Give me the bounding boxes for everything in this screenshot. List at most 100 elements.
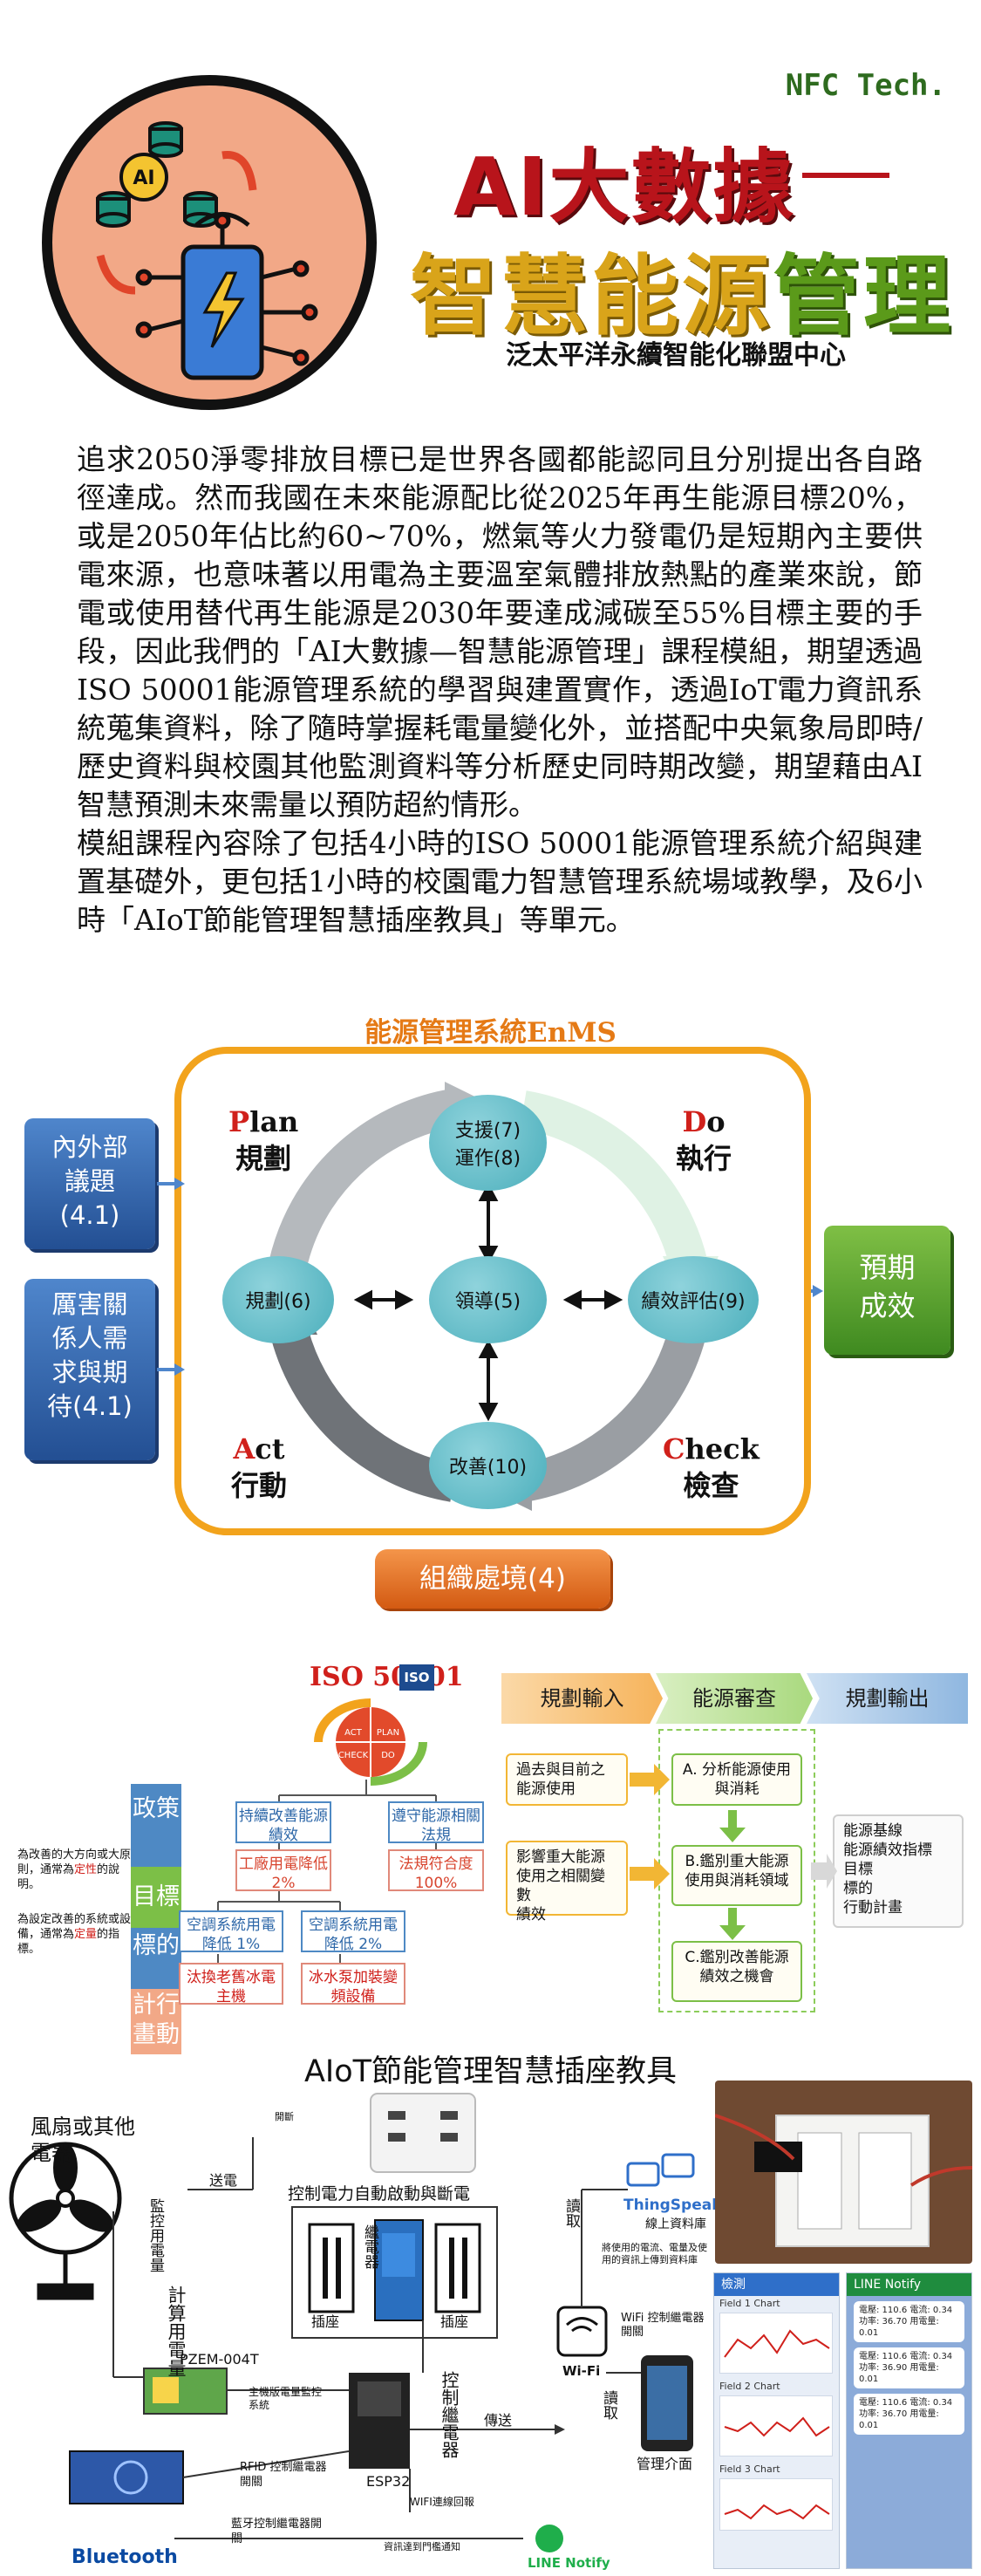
box-ac-1: 空調系統用電降低 1% [179,1910,283,1953]
label-cloud-note: 將使用的電流、電量及使用的資訊上傳到資料庫 [602,2242,707,2265]
label-transmit: 傳送 [484,2412,513,2429]
do-rest: o [706,1105,726,1138]
plan-rest: lan [249,1105,299,1138]
context-pill: 組織處境(4) [375,1549,610,1609]
note1-a: 為改善的大方向或大原則，通常為 [17,1848,132,1876]
box-pump-vfd: 冰水泵加裝變頻設備 [301,1963,405,2005]
title-line1: AI大數據 [453,140,795,234]
field2-chart [719,2395,833,2456]
pdca-check: CHECK [338,1751,369,1760]
check-rest: heck [685,1432,760,1466]
note1-b: 的說明。 [17,1863,120,1891]
expected-outcome-box: 預期 成效 [824,1226,950,1355]
bar-goal: 目標 [131,1867,181,1928]
node-planning-label: 規劃(6) [245,1291,311,1313]
output-5: 行動計畫 [843,1899,903,1917]
node-support-operation: 支援(7) 運作(8) [429,1095,547,1191]
iso-badge: ISO 50001 [310,1662,464,1692]
line-message-1: 電壓: 110.6 電流: 0.34 功率: 36.70 用電量: 0.01 [854,2301,964,2342]
label-act: Act 行動 [231,1431,287,1504]
iso-tree-connectors [217,1780,437,1963]
label-read-1: 讀取 [562,2198,580,2228]
box-ac-2: 空調系統用電降低 2% [301,1910,405,1953]
node-performance-label: 績效評估(9) [641,1291,746,1313]
label-bt-ctrl: 藍牙控制繼電器開關 [231,2518,323,2545]
review-b: B.鑑別重大能源使用與消耗領域 [671,1845,802,1906]
interested-line-2: 係人需 [51,1323,128,1353]
aiot-diagram-graphic [9,2093,695,2552]
enms-frame [174,1047,811,1535]
label-monitor: 監控用電量 [146,2198,164,2272]
bar-policy: 政策 [131,1784,181,1867]
box-replace-old: 汰換老舊冰電主機 [179,1963,283,2005]
logo-ai-badge: AI [133,167,154,189]
node-improvement-label: 改善(10) [448,1457,528,1479]
label-do: Do 執行 [676,1104,732,1177]
act-first-letter: A [233,1432,255,1466]
label-outlet-right: 插座 [440,2313,469,2330]
pdca-plan: PLAN [377,1728,399,1738]
review-arrows [630,1764,837,1940]
plan-zh: 規劃 [235,1142,292,1175]
title-line2-b: 管理 [773,245,954,347]
label-read-2: 讀取 [600,2390,617,2420]
label-relay: 繼電器 [361,2224,378,2269]
node-planning: 規劃(6) [222,1256,334,1343]
pdca-act: ACT [344,1728,363,1738]
node-leadership-label: 領導(5) [454,1291,521,1313]
outcome-line-2: 成效 [859,1289,916,1322]
act-zh: 行動 [231,1469,288,1502]
node-operation: 運作(8) [454,1148,521,1170]
do-zh: 執行 [676,1142,732,1175]
title-line2-a: 智慧能源 [410,245,773,347]
label-control-relay: 控制繼電器 [439,2371,460,2458]
label-outlet-left: 插座 [311,2313,340,2330]
pdca-cycle-graphic [157,1082,823,1511]
output-4: 標的 [843,1880,873,1897]
intro-paragraph-1: 追求2050淨零排放目標已是世界各國都能認同且分別提出各自路徑達成。然而我國在未… [77,442,923,822]
output-2: 能源績效指標 [843,1841,932,1859]
label-line-note: 資訊達到門檻通知 [384,2541,460,2552]
label-ui: 管理介面 [637,2456,693,2472]
check-zh: 檢查 [683,1469,739,1502]
line-message-2: 電壓: 110.6 電流: 0.34 功率: 36.90 用電量: 0.01 [854,2347,964,2388]
hardware-photo [715,2081,972,2264]
brand-label: NFC Tech. [785,68,946,103]
label-wifi-link: WIFI連線回報 [410,2496,474,2508]
logo-graphic: AI [42,75,377,410]
enms-title: 能源管理系統EnMS [364,1017,617,1049]
input-energy-use: 過去與目前之能源使用 [506,1753,628,1806]
external-line-2: 議題 [64,1166,115,1196]
input-performance-text: 績效 [516,1906,546,1923]
label-wifi-ctrl: WiFi 控制繼電器開關 [621,2312,705,2339]
intro-text: 追求2050淨零排放目標已是世界各國都能認同且分別提出各自路徑達成。然而我國在未… [77,441,923,940]
external-line-3: (4.1) [59,1200,120,1230]
note2-b: 的指標。 [17,1928,120,1956]
box-energy-performance: 持續改善能源績效 [235,1801,331,1844]
line-app-title: LINE Notify [847,2273,971,2296]
thingspeak-app-screenshot: 檢測 Field 1 Chart Field 2 Chart Field 3 C… [713,2272,840,2569]
field1-label: Field 1 Chart [719,2298,780,2309]
label-bluetooth: Bluetooth [72,2546,178,2568]
field1-chart [719,2313,833,2374]
output-3: 目標 [843,1861,873,1878]
node-support: 支援(7) [454,1120,521,1142]
do-first-letter: D [682,1105,707,1138]
label-online-db: 線上資料庫 [645,2217,706,2231]
label-legend-arrow: 開斷 [275,2111,294,2122]
review-a: A. 分析能源使用與消耗 [671,1753,802,1806]
pdca-mini-icon: ACT PLAN CHECK DO [314,1698,427,1786]
node-leadership: 領導(5) [429,1256,547,1343]
head-energy-review: 能源審查 [656,1673,813,1724]
field2-label: Field 2 Chart [719,2381,780,2392]
note-qualitative: 為改善的大方向或大原則，通常為定性的說明。 [17,1848,138,1892]
output-1: 能源基線 [843,1822,903,1840]
aiot-title: AIoT節能管理智慧插座教具 [303,2054,678,2089]
title-line2: 智慧能源管理 [410,225,954,352]
label-rfid: RFID 控制繼電器開關 [240,2461,327,2489]
box-law-compliance: 遵守能源相關法規 [388,1801,484,1844]
label-fan: 風扇或其他電器 [31,2115,135,2165]
label-line-notify: LINE Notify [528,2555,610,2571]
bar-target: 標的 [131,1928,181,1989]
input-variables-text: 影響重大能源使用之相關變數 [516,1848,605,1904]
